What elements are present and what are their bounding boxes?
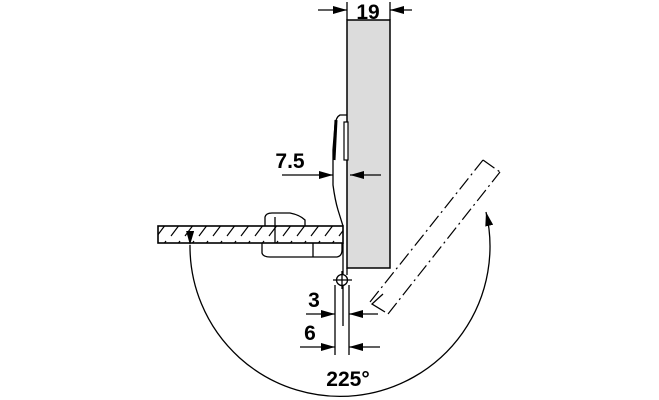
dimension-3: 3 xyxy=(306,289,378,318)
hinge-arm xyxy=(332,114,349,275)
opening-angle-label: 225° xyxy=(326,368,369,391)
cabinet-side-panel xyxy=(157,225,344,244)
dimension-6: 6 xyxy=(300,322,380,351)
gap-large-label: 6 xyxy=(304,322,316,345)
pivot-pin xyxy=(333,271,352,289)
dimension-7-5: 7.5 xyxy=(275,150,381,179)
dimension-19: 19 xyxy=(318,1,412,24)
gap-small-label: 3 xyxy=(308,289,320,312)
door-thickness-label: 19 xyxy=(356,1,379,24)
hinge-offset-label: 7.5 xyxy=(275,150,305,173)
opening-angle-arc xyxy=(186,211,494,397)
door-panel xyxy=(346,19,391,269)
